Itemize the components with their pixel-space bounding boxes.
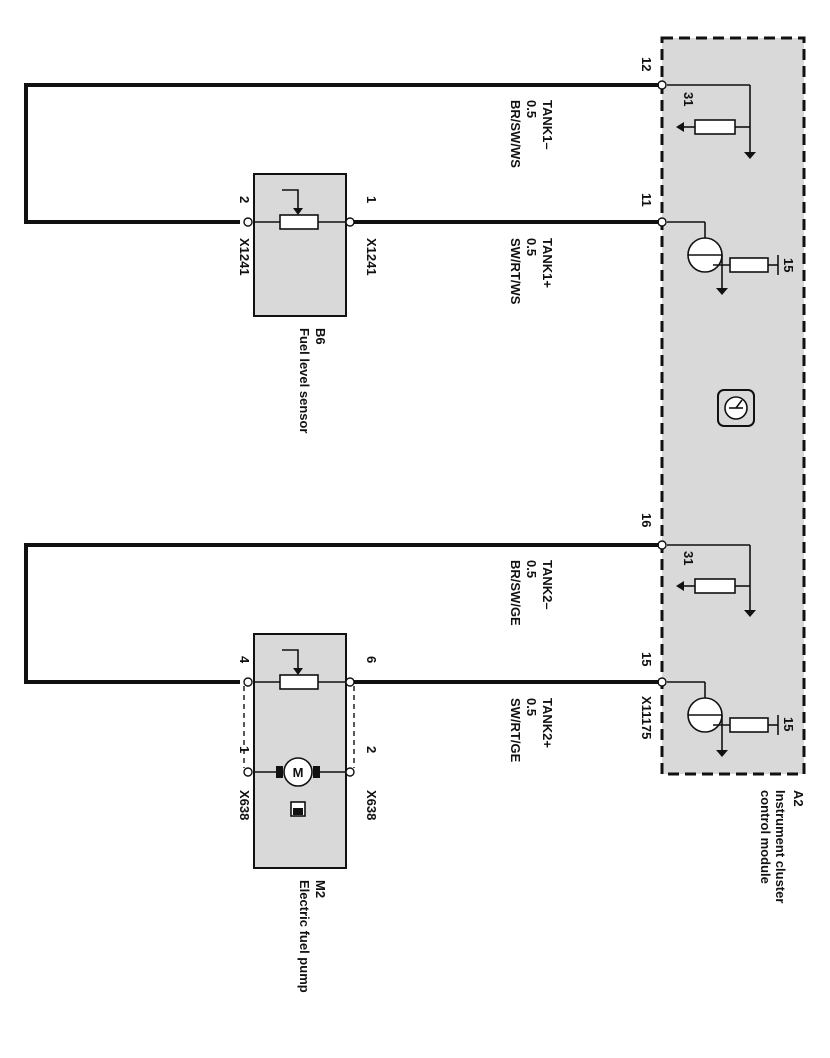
wire-tank2-minus-color: BR/SW/GE [508,560,523,626]
wire-tank2-plus-signal: TANK2+ [540,698,555,748]
ground-terminal-label: 31 [681,92,696,106]
tank1-ground-circuit [667,84,756,159]
ground-terminal-label: 31 [681,551,696,565]
pump-pin-label-1: 1 [237,746,252,753]
module-id: A2 [791,790,806,807]
wire-tank2-plus-color: SW/RT/GE [508,698,523,763]
ground-triangle-icon [716,750,728,757]
fuel-level-sensor [243,173,355,317]
tank1-transistor-circuit [667,221,779,295]
sensor-name: Fuel level sensor [297,328,312,434]
gauge-icon [717,389,755,427]
tank2-transistor-circuit [667,681,779,757]
electric-fuel-pump: M [243,633,355,869]
resistor-icon [729,257,769,273]
pump-pin-4 [243,677,253,687]
pin-label-16: 16 [639,513,654,527]
wire-tank1-plus-size: 0.5 [524,238,539,256]
labels: 12 11 16 15 X11175 31 15 31 15 A2 Instru… [237,57,806,993]
pin-label-12: 12 [639,57,654,71]
pump-pin-1 [243,767,253,777]
sensor-pin-label-1: 1 [364,196,379,203]
pump-connector-label-b: X638 [237,790,252,820]
sensor-pin-label-2: 2 [237,196,252,203]
wire-tank1-plus-signal: TANK1+ [540,238,555,288]
pump-pin-label-2: 2 [364,746,379,753]
motor-icon [283,757,313,787]
wire-tank1-plus-color: SW/RT/WS [508,238,523,305]
pump-pin-2 [345,767,355,777]
module-pin-11 [657,217,667,227]
potentiometer-icon [279,214,319,230]
wire-tank1-minus-signal: TANK1– [540,100,555,150]
wire-tank2-plus-size: 0.5 [524,698,539,716]
sensor-connector-label-b: X1241 [237,238,252,276]
sensor-pin-2 [243,217,253,227]
module-pin-15 [657,677,667,687]
pump-pin-label-4: 4 [237,656,252,664]
module-connector-label: X11175 [639,696,654,739]
fuel-pump-icon [290,801,306,817]
supply-terminal-label: 15 [781,717,796,731]
pump-pin-6 [345,677,355,687]
tank2-ground-circuit [667,544,756,617]
wire-tank1-minus-color: BR/SW/WS [508,100,523,168]
potentiometer-icon [279,674,319,690]
pump-id: M2 [313,880,328,898]
wire-tank2-minus-size: 0.5 [524,560,539,578]
instrument-cluster-module [657,36,806,776]
wire-tank1-minus [24,83,659,224]
resistor-icon [694,119,736,135]
ground-triangle-icon [744,610,756,617]
wires [24,83,659,684]
resistor-icon [729,717,769,733]
ground-triangle-icon [716,288,728,295]
ground-arrow-icon [676,122,684,132]
module-name-line2: control module [758,790,773,884]
pin-label-15: 15 [639,652,654,666]
supply-terminal-label: 15 [781,258,796,272]
pump-name: Electric fuel pump [297,880,312,993]
wire-tank1-minus-size: 0.5 [524,100,539,118]
module-name-line1: Instrument cluster [773,790,788,903]
module-pin-12 [657,80,667,90]
sensor-pin-1 [345,217,355,227]
ground-triangle-icon [744,152,756,159]
ground-arrow-icon [676,581,684,591]
pump-connector-label-a: X638 [364,790,379,820]
sensor-id: B6 [313,328,328,345]
sensor-connector-label-a: X1241 [364,238,379,276]
resistor-icon [694,578,736,594]
motor-symbol: M [293,765,304,780]
pin-label-11: 11 [639,193,654,207]
wire-tank2-minus-signal: TANK2– [540,560,555,610]
pump-pin-label-6: 6 [364,656,379,663]
wire-tank2-minus [24,543,659,684]
module-pin-16 [657,540,667,550]
